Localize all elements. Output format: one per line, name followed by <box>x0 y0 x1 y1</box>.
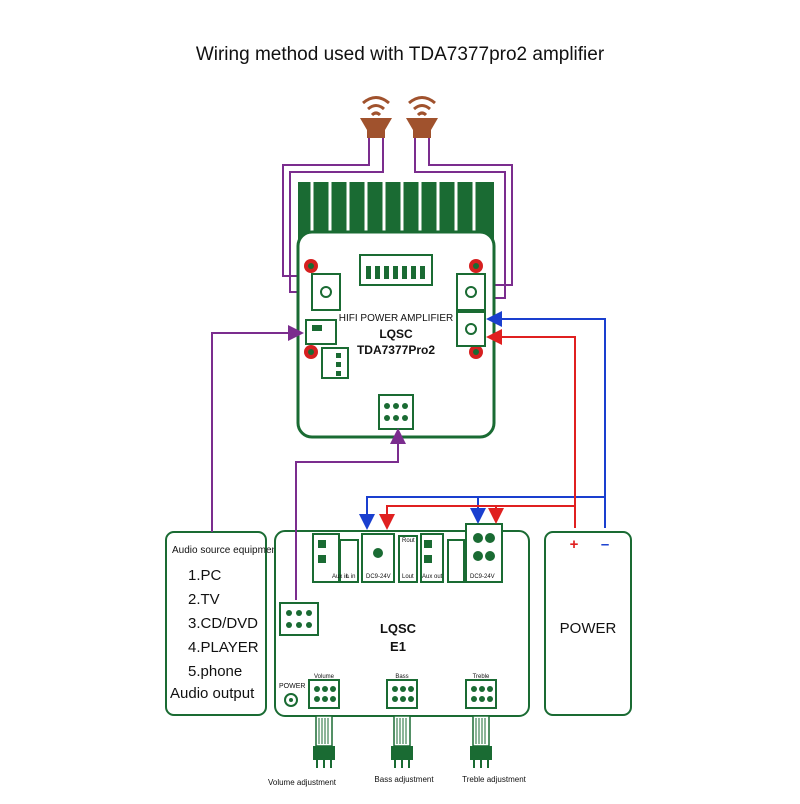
e1-label-line2: E1 <box>390 639 406 654</box>
speaker-right-icon <box>406 96 438 138</box>
diagram-title: Wiring method used with TDA7377pro2 ampl… <box>196 44 605 65</box>
source-item: 1.PC <box>188 567 222 584</box>
amp-6pin-header <box>378 394 414 430</box>
e1-6pin-header <box>279 602 319 636</box>
source-item: 4.PLAYER <box>188 639 259 656</box>
jack-label: Aux in <box>332 574 349 580</box>
audio-source-box: Audio source equipmen 1.PC 2.TV 3.CD/DVD… <box>165 531 277 716</box>
small-connector <box>321 347 349 379</box>
caption-volume: Volume adjustment <box>268 778 337 787</box>
power-supply-box: + – POWER <box>544 531 632 716</box>
amp-label-line1: HIFI POWER AMPLIFIER <box>339 313 453 324</box>
positive-wires <box>379 329 576 530</box>
amplifier-board: HIFI POWER AMPLIFIER LQSC TDA7377Pro2 <box>296 230 496 439</box>
knob-label: Bass <box>395 674 408 680</box>
source-item: 5.phone <box>188 663 242 680</box>
power-supply-label: POWER <box>560 620 617 637</box>
volume-knob-header: Volume <box>308 674 340 709</box>
bass-potentiometer-icon <box>391 715 413 768</box>
knob-label: Treble <box>473 674 490 680</box>
caption-bass: Bass adjustment <box>374 775 434 784</box>
source-footer: Audio output <box>170 685 255 702</box>
speaker-terminal-right <box>456 273 486 311</box>
source-item: 3.CD/DVD <box>188 615 258 632</box>
treble-potentiometer-icon <box>470 715 492 768</box>
signal-wires <box>211 325 406 600</box>
audio-input-jack <box>305 319 337 345</box>
jack-label: DC9-24V <box>470 574 495 580</box>
e1-board: Aux in L in DC9-24V Rout Lout Aux out DC… <box>274 523 530 717</box>
caption-treble: Treble adjustment <box>462 775 527 784</box>
treble-knob-header: Treble <box>465 674 497 709</box>
source-item: 2.TV <box>188 591 220 608</box>
bass-knob-header: Bass <box>386 674 418 709</box>
speaker-wires <box>282 138 513 299</box>
knob-label: Volume <box>314 674 335 680</box>
amp-label-line2: LQSC <box>379 327 413 341</box>
e1-label-line1: LQSC <box>380 621 417 636</box>
power-terminal <box>456 311 486 347</box>
speaker-left-icon <box>360 96 392 138</box>
power-minus-label: – <box>601 536 609 553</box>
jack-label: L in <box>346 574 355 580</box>
volume-potentiometer-icon <box>313 715 335 768</box>
negative-wires <box>359 311 606 530</box>
jack-label: Lout <box>402 574 414 580</box>
jack-label: DC9-24V <box>366 574 391 580</box>
jack-label: Rout <box>402 538 415 544</box>
speaker-terminal-left <box>311 273 341 311</box>
source-header: Audio source equipmen <box>172 545 277 556</box>
capacitor-icon <box>304 259 483 359</box>
power-plus-label: + <box>570 536 579 553</box>
power-led-label: POWER <box>279 683 305 690</box>
jack-label: Aux out <box>422 574 443 580</box>
amp-label-line3: TDA7377Pro2 <box>357 343 435 357</box>
